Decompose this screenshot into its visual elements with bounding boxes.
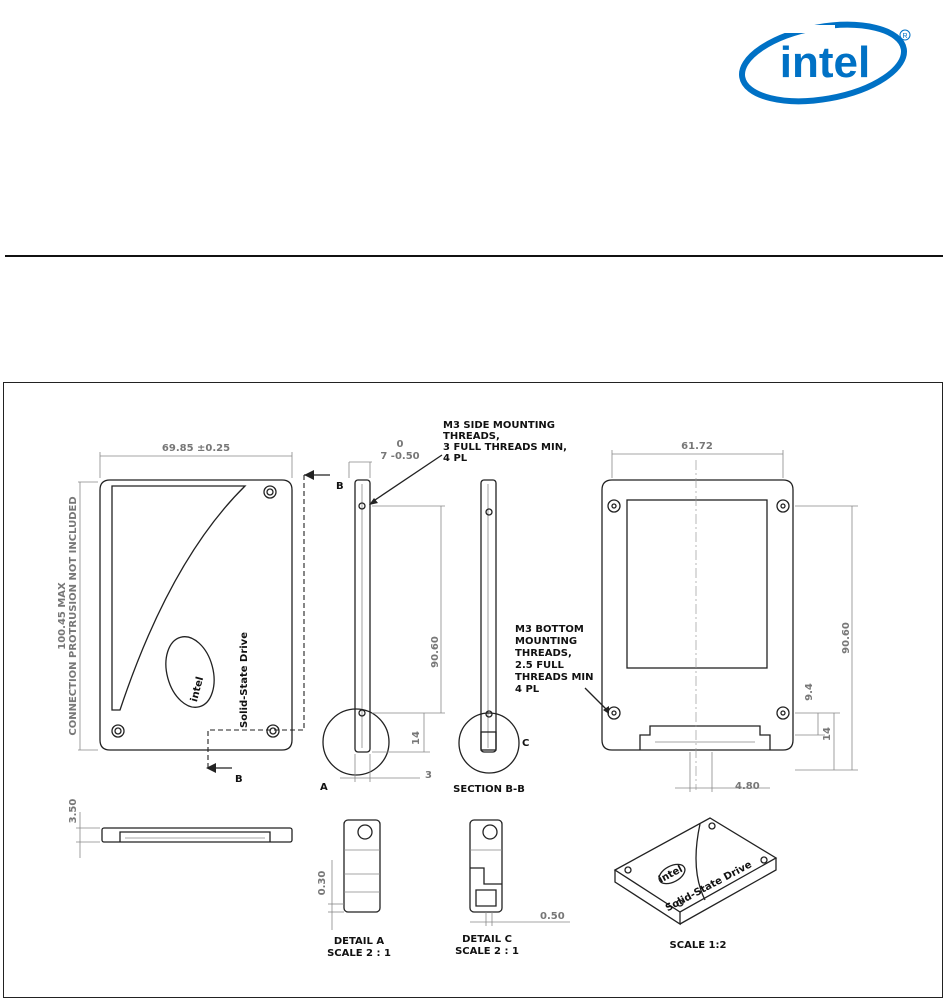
- callout-bottom-3: THREADS,: [515, 648, 572, 659]
- callout-bottom-1: M3 BOTTOM: [515, 624, 584, 635]
- intel-logo: intel R: [739, 21, 911, 105]
- section-b-bottom: B: [235, 774, 243, 785]
- detail-c-title: DETAIL C: [462, 934, 512, 945]
- callout-side-3: 3 FULL THREADS MIN,: [443, 442, 567, 453]
- isometric-view: intel Solid-State Drive SCALE 1:2: [613, 817, 778, 951]
- dim-length-note: CONNECTION PROTRUSION NOT INCLUDED: [68, 496, 79, 735]
- detail-a-title: DETAIL A: [334, 936, 384, 947]
- iso-scale: SCALE 1:2: [670, 940, 727, 951]
- front-product-name: Solid-State Drive: [239, 632, 250, 728]
- edge-view: 3.50: [68, 799, 293, 858]
- detail-a-scale: SCALE 2 : 1: [327, 948, 391, 959]
- dim-bottom-length: 90.60: [841, 622, 852, 654]
- side-view: 0 7 -0.50 M3 SIDE MOUNTING THREADS, 3 FU…: [320, 420, 567, 793]
- dim-side-top-lower: 7 -0.50: [380, 451, 419, 462]
- detail-a: 0.30 DETAIL A SCALE 2 : 1: [317, 819, 391, 959]
- callout-bottom-4: 2.5 FULL: [515, 660, 565, 671]
- dim-bottom-width: 61.72: [681, 441, 713, 452]
- section-title: SECTION B-B: [453, 784, 525, 795]
- callout-bottom-5: THREADS MIN: [515, 672, 594, 683]
- dim-side-length: 90.60: [430, 636, 441, 668]
- callout-bottom-6: 4 PL: [515, 684, 540, 695]
- dim-bottom-hole-b: 14: [822, 727, 833, 741]
- dim-detail-c: 0.50: [540, 911, 565, 922]
- logo-text: intel: [780, 38, 870, 87]
- detail-a-marker: A: [320, 782, 328, 793]
- detail-c-scale: SCALE 2 : 1: [455, 946, 519, 957]
- callout-side-2: THREADS,: [443, 431, 500, 442]
- detail-c: 0.50 DETAIL C SCALE 2 : 1: [455, 819, 570, 957]
- callout-side-1: M3 SIDE MOUNTING: [443, 420, 555, 431]
- dim-side-hole-offset: 14: [411, 731, 422, 745]
- dim-connector-offset: 4.80: [735, 781, 760, 792]
- dim-length-max: 100.45 MAX: [57, 582, 68, 650]
- callout-bottom-2: MOUNTING: [515, 636, 577, 647]
- dim-bottom-hole-a: 9.4: [804, 683, 815, 701]
- callout-side-4: 4 PL: [443, 453, 468, 464]
- drawing-frame: [3, 382, 943, 998]
- section-view: C SECTION B-B M3 BOTTOM MOUNTING THREADS…: [453, 479, 609, 795]
- front-view: intel Solid-State Drive 69.85 ±0.25 100.…: [57, 443, 344, 785]
- front-brand: intel: [189, 676, 206, 704]
- dim-thickness: 3.50: [68, 799, 79, 824]
- dim-detail-a: 0.30: [317, 871, 328, 896]
- svg-text:R: R: [902, 33, 907, 40]
- header-rule: [5, 255, 943, 257]
- section-b-top: B: [336, 481, 344, 492]
- bottom-view: 61.72 90.60 9.4 14 4.80: [601, 441, 858, 792]
- detail-c-marker: C: [522, 738, 529, 749]
- dim-side-top-upper: 0: [397, 439, 404, 450]
- dim-width: 69.85 ±0.25: [162, 443, 230, 454]
- front-logo-badge: [165, 636, 215, 708]
- dim-side-hole-depth: 3: [425, 770, 432, 781]
